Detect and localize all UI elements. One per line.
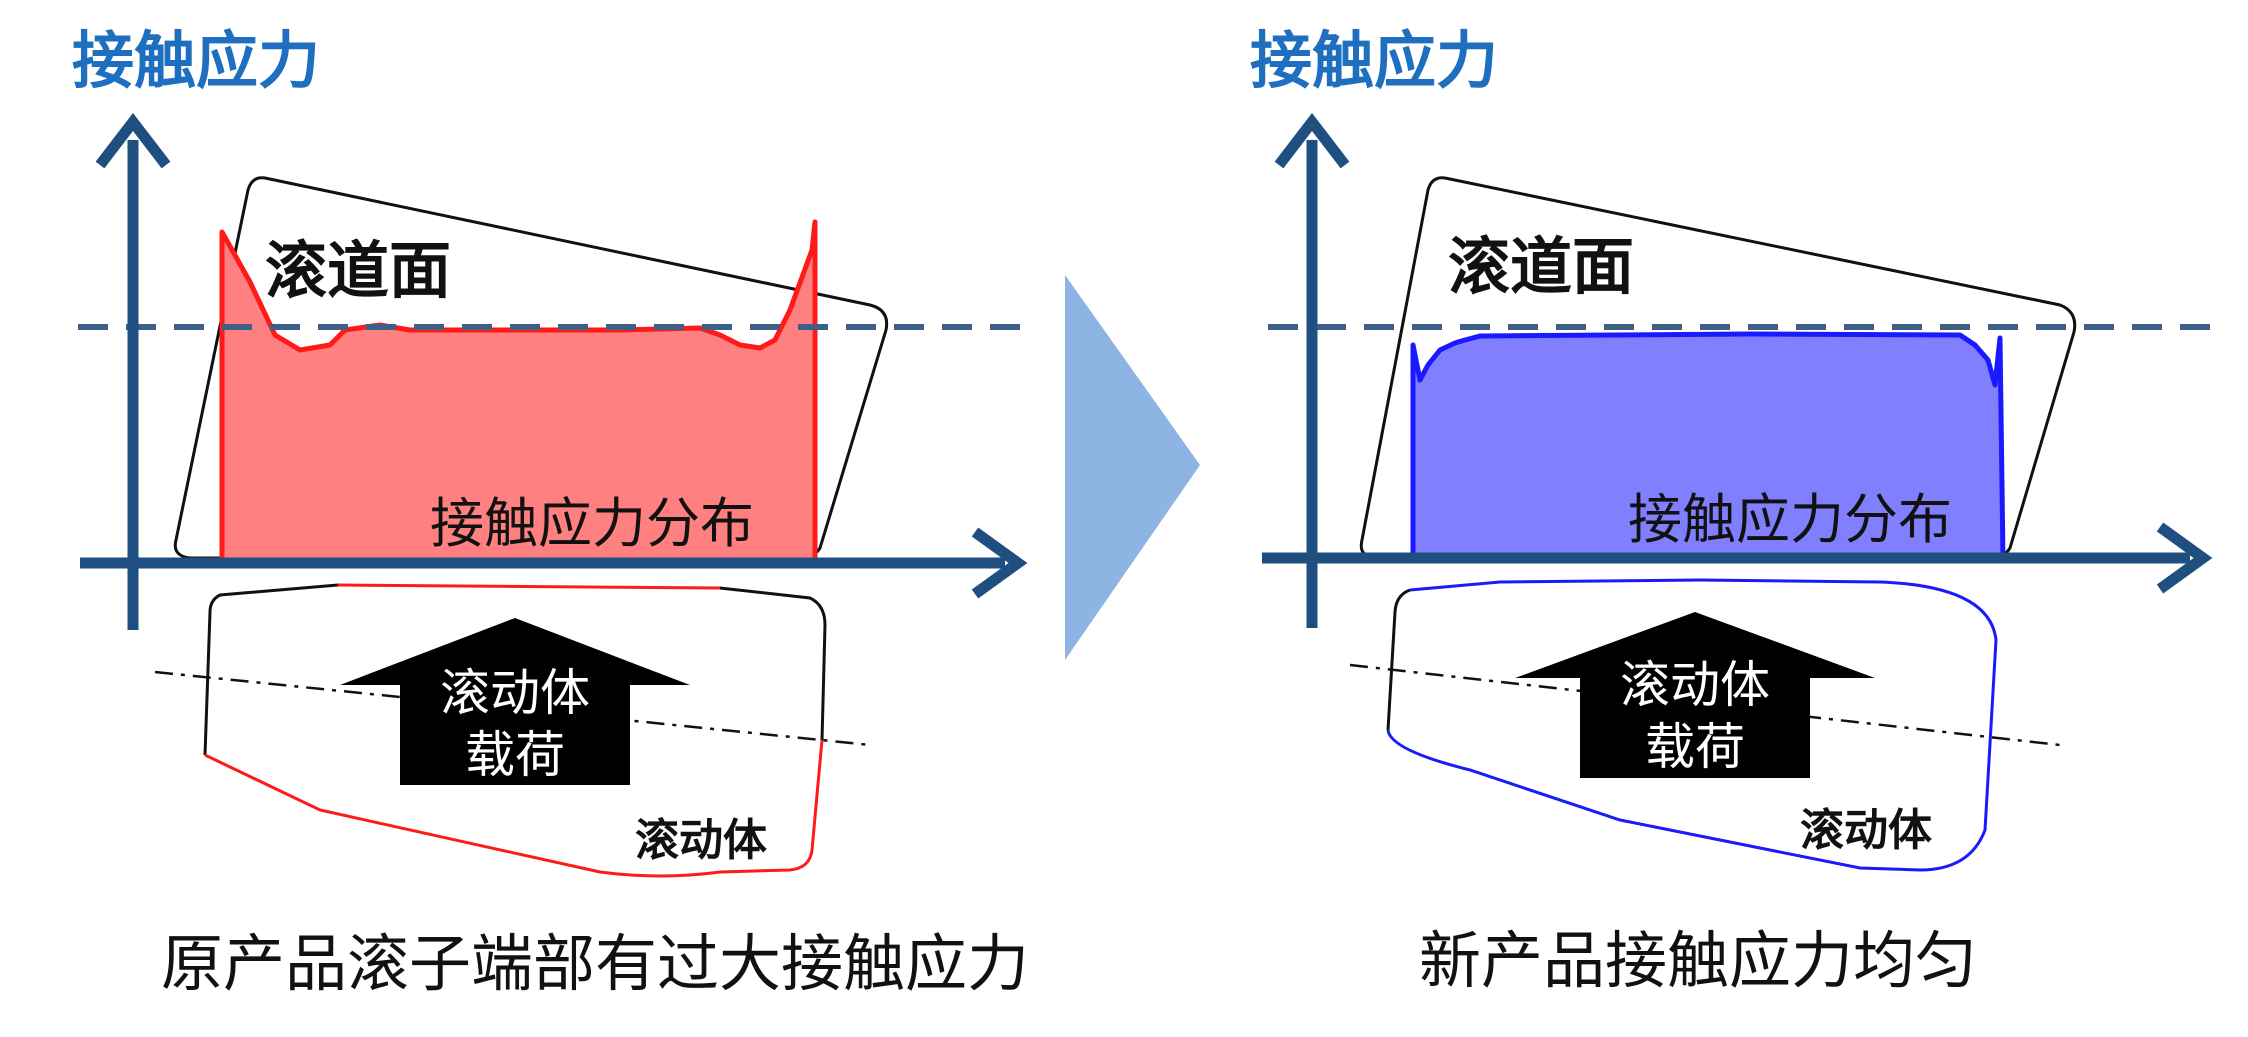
left-roller-label: 滚动体 [635, 815, 767, 866]
right-load-arrow-icon [1515, 612, 1875, 778]
left-load-arrow-line1: 滚动体 [440, 664, 590, 722]
left-caption: 原产品滚子端部有过大接触应力 [161, 927, 1029, 1000]
left-x-axis-arrowhead [971, 527, 1028, 599]
left-panel: 接触应力 滚动体 载荷 滚道面 接触应力分布 滚动体 原产品滚子端部有过大接触应… [72, 24, 1030, 1000]
right-stress-distribution [1410, 331, 2006, 563]
right-panel: 接触应力 滚动体 载荷 滚道面 接触应力分布 滚动体 新产品接触应力均匀 [1250, 24, 2222, 997]
right-y-axis-arrowhead [1274, 112, 1350, 169]
right-roller-label: 滚动体 [1800, 805, 1932, 856]
right-raceway-label: 滚道面 [1448, 230, 1634, 303]
right-roller-outline-blue [1386, 578, 1998, 872]
right-x-axis-arrowhead [2156, 522, 2213, 594]
left-load-arrow-icon [340, 618, 690, 785]
left-load-arrow-line2: 载荷 [465, 726, 565, 784]
right-distribution-label: 接触应力分布 [1628, 488, 1952, 551]
right-triangle-arrow-icon [1065, 275, 1200, 660]
right-axis-title: 接触应力 [1250, 24, 1498, 97]
right-load-arrow-line2: 载荷 [1645, 718, 1745, 776]
left-axis-title: 接触应力 [72, 24, 320, 97]
right-load-arrow-line1: 滚动体 [1620, 656, 1770, 714]
right-caption: 新产品接触应力均匀 [1419, 924, 1977, 997]
left-distribution-label: 接触应力分布 [430, 492, 754, 555]
left-roller-outline-red [204, 583, 824, 878]
left-roller-outline-black [203, 583, 827, 756]
right-roller-outline-black [1386, 588, 1411, 731]
left-raceway-label: 滚道面 [265, 234, 451, 307]
left-y-axis-arrowhead [95, 112, 171, 169]
